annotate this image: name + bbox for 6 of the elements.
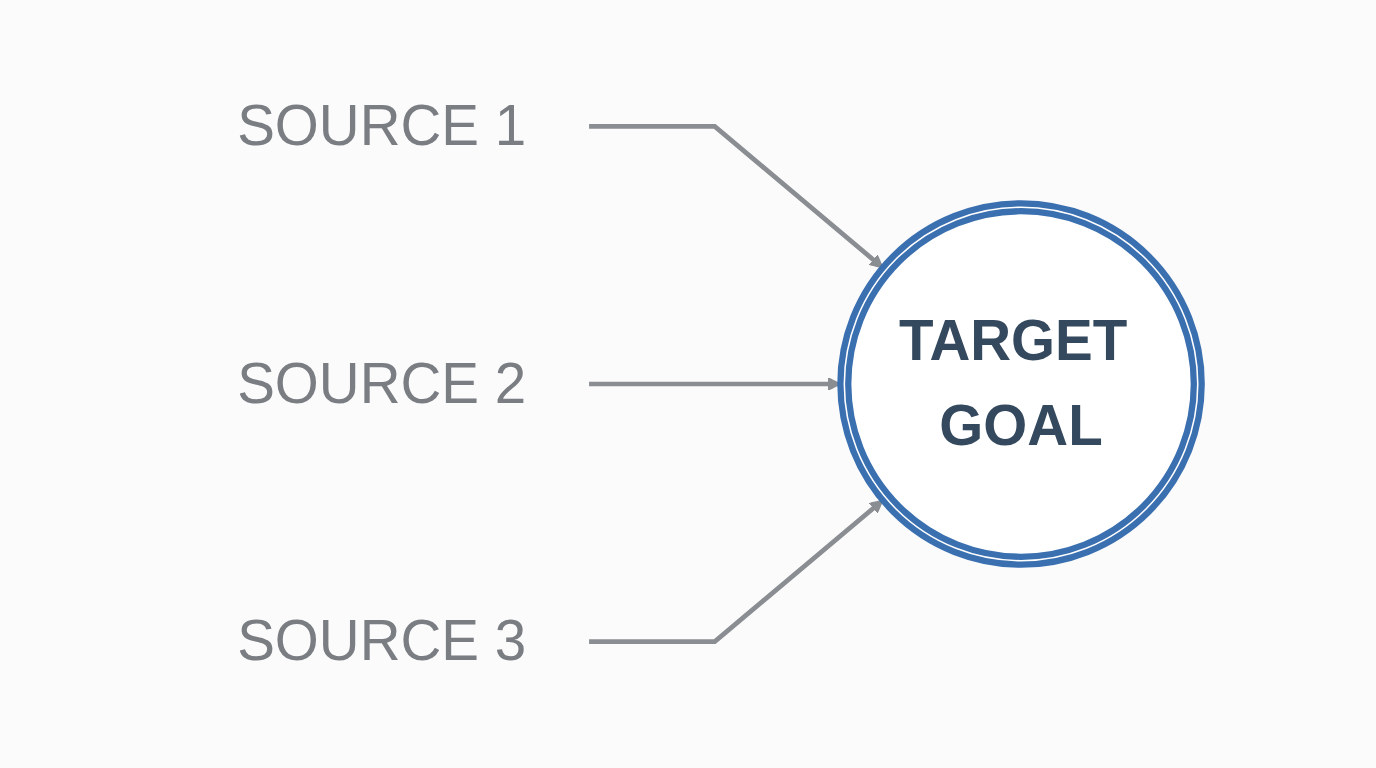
source-label: SOURCE 2 — [237, 351, 527, 416]
source-label: SOURCE 1 — [237, 93, 527, 158]
source-label: SOURCE 3 — [237, 608, 527, 673]
arrow — [589, 499, 884, 644]
target-circle: TARGET GOAL — [837, 200, 1205, 568]
arrow — [589, 124, 884, 269]
